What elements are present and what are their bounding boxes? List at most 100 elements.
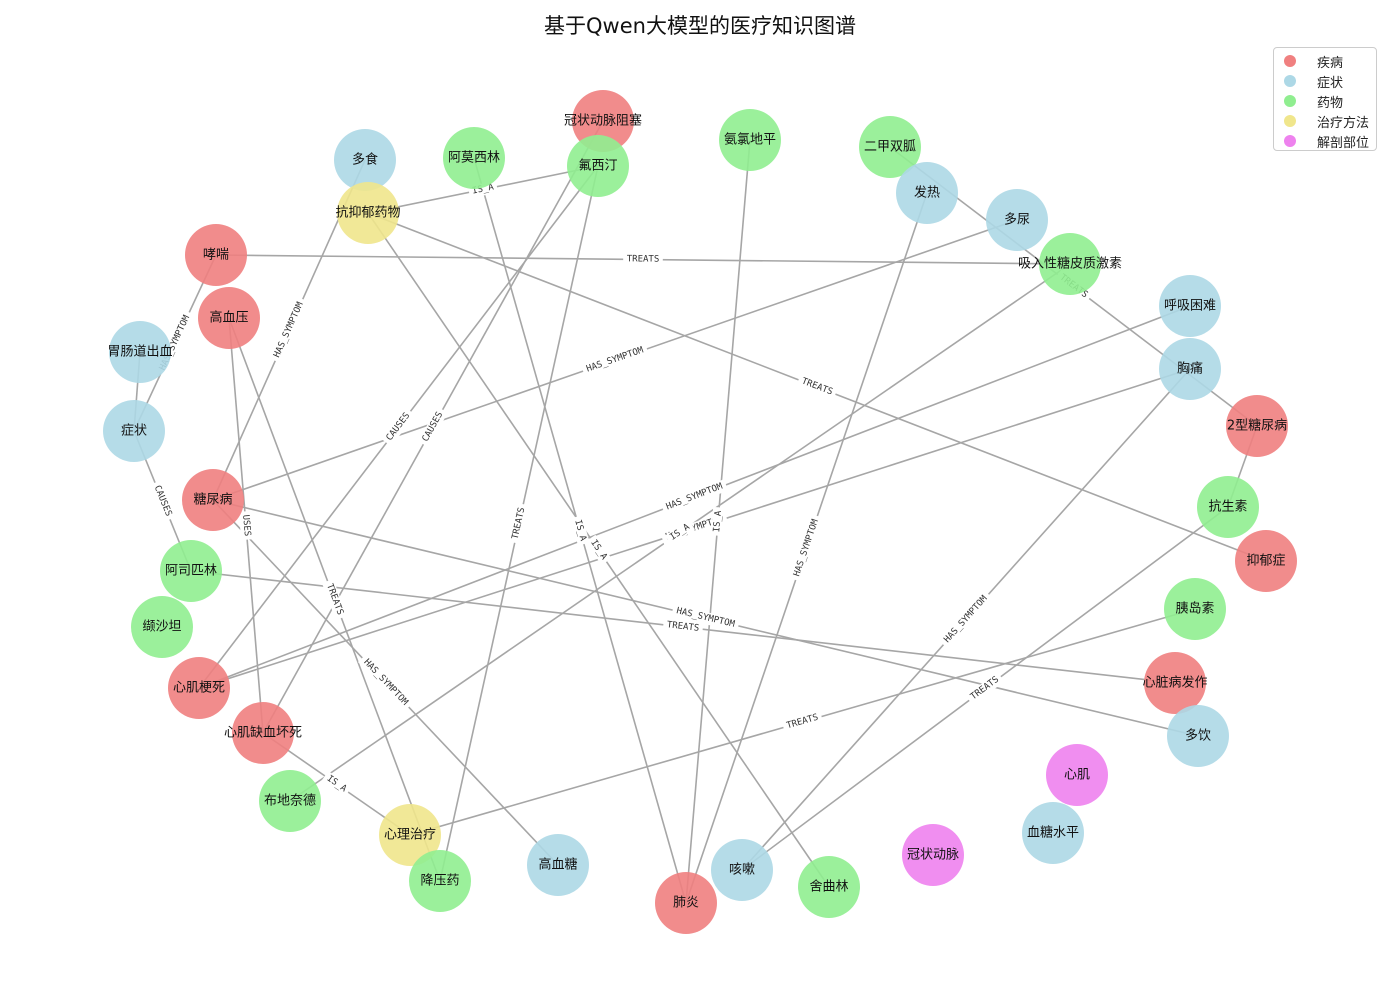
node-antibiotics: 抗生素 xyxy=(1197,476,1259,538)
node-asthma: 哮喘 xyxy=(185,224,247,286)
edge-label-diabetes-polyuria: HAS_SYMPTOM xyxy=(581,343,649,377)
legend-swatch-disease xyxy=(1284,55,1296,67)
node-circle-antibiotics xyxy=(1197,476,1259,538)
node-pneumonia: 肺炎 xyxy=(655,872,717,934)
edge-label-antidepressants-depression: TREATS xyxy=(796,374,838,400)
svg-text:IS_A: IS_A xyxy=(712,510,724,533)
legend-swatch-symptom xyxy=(1284,75,1296,87)
node-circle-valsartan xyxy=(131,596,193,658)
edge-label-fever-pneumonia: HAS_SYMPTOM xyxy=(789,514,824,582)
node-circle-myocardial-necrosis xyxy=(232,702,294,764)
node-myocardial-necrosis: 心肌缺血坏死 xyxy=(224,702,302,764)
node-label-gi-bleeding: 胃肠道出血 xyxy=(107,345,172,360)
legend: 疾病 症状 药物 治疗方法 解剖部位 xyxy=(1273,47,1377,151)
page-title: 基于Qwen大模型的医疗知识图谱 xyxy=(544,14,856,38)
node-mi: 心肌梗死 xyxy=(168,657,230,719)
node-label-psychotherapy: 心理治疗 xyxy=(384,828,436,843)
nodes-layer: 冠状动脉阻塞多食阿莫西林氟西汀氨氯地平二甲双胍发热多尿抗抑郁药物哮喘吸入性糖皮质… xyxy=(103,90,1297,934)
node-label-budesonide: 布地奈德 xyxy=(264,794,316,809)
node-label-coronary-obstruction: 冠状动脉阻塞 xyxy=(564,113,642,129)
legend-item-symptom: 症状 xyxy=(1284,71,1376,91)
node-label-antidepressants: 抗抑郁药物 xyxy=(335,206,400,221)
node-coronary-artery: 冠状动脉 xyxy=(902,824,964,886)
node-circle-gi-bleeding xyxy=(109,321,171,383)
node-inhaled-steroid: 吸入性糖皮质激素 xyxy=(1018,233,1122,295)
node-circle-pneumonia xyxy=(655,872,717,934)
node-circle-dyspnea xyxy=(1159,275,1221,337)
node-clopidogrel: 舍曲林 xyxy=(798,856,860,918)
edge-label-myocardial-necrosis-psychotherapy: IS_A xyxy=(321,770,352,798)
svg-text:TREATS: TREATS xyxy=(785,713,819,732)
node-label-blood-glucose-level: 血糖水平 xyxy=(1027,825,1079,841)
node-dyspnea: 呼吸困难 xyxy=(1159,275,1221,337)
svg-text:TREATS: TREATS xyxy=(969,675,1001,702)
svg-text:CAUSES: CAUSES xyxy=(152,484,174,518)
node-circle-coronary-obstruction xyxy=(572,90,634,152)
node-circle-polyuria xyxy=(986,189,1048,251)
node-circle-antihypertensive xyxy=(409,850,471,912)
edge-label-aspirin-heart-attack: TREATS xyxy=(662,618,704,636)
node-circle-depression xyxy=(1235,530,1297,592)
node-circle-diabetes xyxy=(182,469,244,531)
node-circle-asthma xyxy=(185,224,247,286)
legend-item-disease: 疾病 xyxy=(1284,51,1376,71)
node-label-valsartan: 缬沙坦 xyxy=(142,620,181,635)
legend-item-treatment: 治疗方法 xyxy=(1284,111,1376,131)
node-label-asthma: 哮喘 xyxy=(203,247,229,263)
node-label-myocardial-necrosis: 心肌缺血坏死 xyxy=(224,726,302,741)
node-circle-duoshi xyxy=(334,129,396,191)
node-cough: 咳嗽 xyxy=(711,839,773,901)
edge-label-diabetes-duoshi: HAS_SYMPTOM xyxy=(269,296,309,364)
node-symptom: 症状 xyxy=(103,400,165,462)
node-antidepressants: 抗抑郁药物 xyxy=(335,182,401,244)
node-circle-amoxicillin xyxy=(443,127,505,189)
svg-text:USES: USES xyxy=(240,514,252,536)
edge-label-aspirin-symptom: CAUSES xyxy=(149,480,176,522)
svg-text:TREATS: TREATS xyxy=(666,620,699,634)
node-circle-hyperglycemia xyxy=(527,834,589,896)
node-circle-aspirin xyxy=(160,540,222,602)
node-label-myocardium: 心肌 xyxy=(1064,768,1090,783)
node-amoxicillin: 阿莫西林 xyxy=(443,127,505,189)
node-metformin: 二甲双胍 xyxy=(859,116,921,178)
edge-label-hypertension-antihypertensive: TREATS xyxy=(321,578,348,621)
node-circle-amlodipine xyxy=(719,109,781,171)
node-polydipsia: 多饮 xyxy=(1167,705,1229,767)
edge-label-amlodipine-pneumonia: IS_A xyxy=(710,506,726,537)
node-hyperglycemia: 高血糖 xyxy=(527,834,589,896)
node-fluoxetine: 氟西汀 xyxy=(567,135,629,197)
node-amlodipine: 氨氯地平 xyxy=(719,109,781,171)
svg-text:HAS_SYMPTOM: HAS_SYMPTOM xyxy=(272,300,306,359)
node-circle-coronary-artery xyxy=(902,824,964,886)
node-label-diabetes: 糖尿病 xyxy=(193,492,232,508)
node-label-t2-diabetes: 2型糖尿病 xyxy=(1227,418,1287,434)
node-circle-t2-diabetes xyxy=(1226,395,1288,457)
node-circle-insulin xyxy=(1164,578,1226,640)
node-label-pneumonia: 肺炎 xyxy=(673,896,699,911)
node-t2-diabetes: 2型糖尿病 xyxy=(1226,395,1288,457)
legend-item-drug: 药物 xyxy=(1284,91,1376,111)
node-circle-fever xyxy=(896,162,958,224)
node-label-heart-attack: 心脏病发作 xyxy=(1142,675,1207,691)
node-budesonide: 布地奈德 xyxy=(259,770,321,832)
node-diabetes: 糖尿病 xyxy=(182,469,244,531)
node-antihypertensive: 降压药 xyxy=(409,850,471,912)
node-circle-cough xyxy=(711,839,773,901)
svg-text:HAS_SYMPTOM: HAS_SYMPTOM xyxy=(792,518,821,578)
svg-text:HAS_SYMPTOM: HAS_SYMPTOM xyxy=(361,657,410,708)
node-label-coronary-artery: 冠状动脉 xyxy=(907,848,959,863)
node-label-amoxicillin: 阿莫西林 xyxy=(448,151,500,166)
node-label-polyuria: 多尿 xyxy=(1004,212,1030,228)
node-label-symptom: 症状 xyxy=(121,424,147,439)
node-circle-mi xyxy=(168,657,230,719)
node-label-hypertension: 高血压 xyxy=(209,310,248,326)
node-label-aspirin: 阿司匹林 xyxy=(165,564,217,579)
node-insulin: 胰岛素 xyxy=(1164,578,1226,640)
node-label-amlodipine: 氨氯地平 xyxy=(724,133,776,148)
node-circle-fluoxetine xyxy=(567,135,629,197)
node-depression: 抑郁症 xyxy=(1235,530,1297,592)
node-label-depression: 抑郁症 xyxy=(1246,554,1285,569)
legend-label-disease: 疾病 xyxy=(1317,55,1344,71)
edge-label-mi-fluoxetine: CAUSES xyxy=(381,407,416,447)
node-label-insulin: 胰岛素 xyxy=(1175,601,1214,617)
